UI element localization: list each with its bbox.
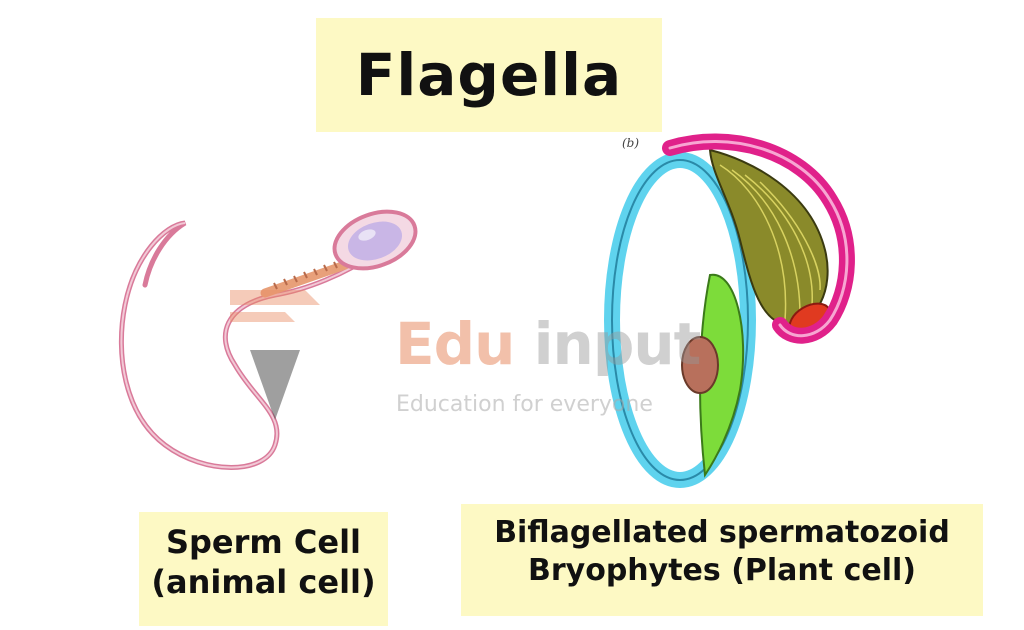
page-title: Flagella (316, 18, 662, 132)
sperm-nucleus (347, 221, 403, 261)
sperm-cell-caption: Sperm Cell (animal cell) (139, 512, 388, 626)
biflagellated-spermatozoid-illustration (604, 133, 855, 488)
biflagellated-caption: Biflagellated spermatozoid Bryophytes (P… (461, 504, 983, 616)
sperm-cell-illustration (118, 209, 418, 470)
caption-line: (animal cell) (151, 563, 376, 601)
caption-line: Bryophytes (Plant cell) (528, 552, 916, 588)
caption-line: Sperm Cell (165, 523, 362, 561)
nucleus (681, 336, 719, 394)
figure-letter: (b) (622, 136, 640, 150)
caption-line: Biflagellated spermatozoid (494, 515, 950, 550)
